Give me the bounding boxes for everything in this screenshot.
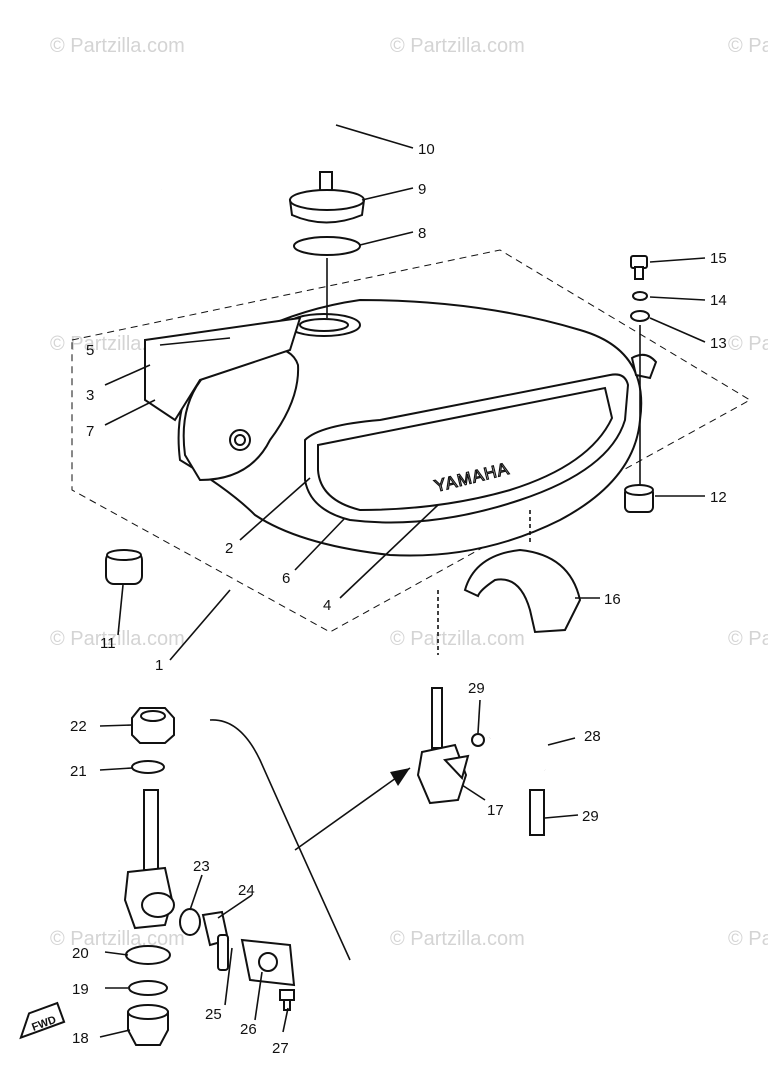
callout-29a: 29 — [468, 680, 485, 697]
fuel-hose — [157, 29, 330, 191]
washer-14 — [632, 291, 648, 301]
callout-21: 21 — [70, 763, 87, 780]
callout-19: 19 — [72, 981, 89, 998]
watermark: © Partzilla.com — [728, 35, 768, 57]
callout-13: 13 — [710, 335, 727, 352]
callout-26: 26 — [240, 1021, 257, 1038]
assembly-outline — [71, 249, 752, 633]
watermark: © Partzilla.com — [390, 928, 525, 950]
callout-14: 14 — [710, 292, 727, 309]
damper-rubber — [105, 549, 143, 585]
callout-3: 3 — [86, 387, 94, 404]
callout-20: 20 — [72, 945, 89, 962]
mount-bolt — [630, 255, 648, 280]
callout-1: 1 — [155, 657, 163, 674]
watermark-layer: © Partzilla.com © Partzilla.com © Partzi… — [50, 35, 768, 950]
watermark: © Partzilla.com — [728, 928, 768, 950]
callout-24: 24 — [238, 882, 255, 899]
callout-15: 15 — [710, 250, 727, 267]
washer-13 — [630, 310, 650, 322]
fuel-cock-exploded — [123, 707, 296, 1046]
callout-25: 25 — [205, 1006, 222, 1023]
callout-6: 6 — [282, 570, 290, 587]
callout-5: 5 — [86, 342, 94, 359]
tank-pad — [144, 316, 302, 422]
callout-22: 22 — [70, 718, 87, 735]
callout-28: 28 — [584, 728, 601, 745]
callout-8: 8 — [418, 225, 426, 242]
filler-cap — [288, 171, 366, 224]
assembly-arrow — [209, 719, 351, 961]
watermark: © Partzilla.com — [50, 628, 185, 650]
callout-7: 7 — [86, 423, 94, 440]
callout-12: 12 — [710, 489, 727, 506]
fuel-cock-assembly — [416, 687, 550, 836]
callout-9: 9 — [418, 181, 426, 198]
fwd-arrow-icon: FWD — [19, 1001, 66, 1040]
callout-10: 10 — [418, 141, 435, 158]
callouts: 10 9 8 15 14 13 5 3 7 12 2 6 4 16 11 1 2… — [70, 141, 727, 1057]
watermark: © Partzilla.com — [50, 928, 185, 950]
watermark: © Partzilla.com — [50, 35, 185, 57]
watermark: © Partzilla.com — [728, 628, 768, 650]
callout-11: 11 — [100, 635, 116, 652]
watermark: © Partzilla.com — [390, 35, 525, 57]
callout-27: 27 — [272, 1040, 289, 1057]
tank-band — [463, 548, 582, 634]
callout-16: 16 — [604, 591, 621, 608]
watermark: © Partzilla.com — [390, 628, 525, 650]
callout-29b: 29 — [582, 808, 599, 825]
leader-lines — [99, 124, 706, 1038]
callout-23: 23 — [193, 858, 210, 875]
callout-2: 2 — [225, 540, 233, 557]
callout-18: 18 — [72, 1030, 89, 1047]
callout-4: 4 — [323, 597, 331, 614]
callout-17: 17 — [487, 802, 504, 819]
grommet — [624, 484, 654, 513]
watermark: © Partzilla.com — [728, 333, 768, 355]
cap-gasket — [293, 236, 361, 256]
